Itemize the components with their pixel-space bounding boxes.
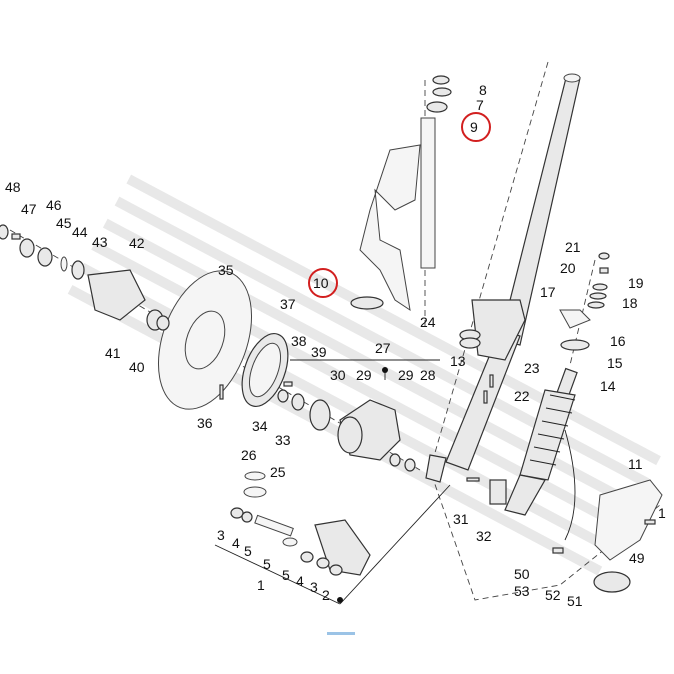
callout-25[interactable]: 25 [270,464,286,480]
callout-50[interactable]: 50 [514,566,530,582]
callout-24[interactable]: 24 [420,314,436,330]
fork-leg [425,73,581,483]
callout-3-b[interactable]: 3 [310,579,318,595]
callout-36[interactable]: 36 [197,415,213,431]
highlight-ring-10 [308,268,338,298]
callout-2[interactable]: 2 [322,587,330,603]
callout-45[interactable]: 45 [56,215,72,231]
assembly-dot [382,367,388,373]
link-underline [327,632,355,635]
callout-labels: 8 7 9 10 21 20 19 17 18 24 16 13 15 23 1… [5,82,666,609]
callout-1-fr[interactable]: 1 [658,505,666,521]
callout-34[interactable]: 34 [252,418,268,434]
callout-35[interactable]: 35 [218,262,234,278]
callout-47[interactable]: 47 [21,201,37,217]
callout-38[interactable]: 38 [291,333,307,349]
callout-5-a[interactable]: 5 [244,543,252,559]
brake-caliper [219,381,416,472]
callout-51[interactable]: 51 [567,593,583,609]
leader-lines [214,359,451,605]
callout-19[interactable]: 19 [628,275,644,291]
callout-46[interactable]: 46 [46,197,62,213]
callout-26[interactable]: 26 [241,447,257,463]
callout-4-a[interactable]: 4 [232,535,240,551]
callout-53[interactable]: 53 [514,583,530,599]
callout-21[interactable]: 21 [565,239,581,255]
callout-29-a[interactable]: 29 [356,367,372,383]
callout-13[interactable]: 13 [450,353,466,369]
callout-23[interactable]: 23 [524,360,540,376]
callout-7[interactable]: 7 [476,97,484,113]
callout-9[interactable]: 9 [470,119,478,135]
callout-10[interactable]: 10 [313,275,329,291]
callout-30[interactable]: 30 [330,367,346,383]
callout-3-a[interactable]: 3 [217,527,225,543]
callout-33[interactable]: 33 [275,432,291,448]
callout-4-b[interactable]: 4 [296,573,304,589]
callout-8[interactable]: 8 [479,82,487,98]
callout-17[interactable]: 17 [540,284,556,300]
callout-37[interactable]: 37 [280,296,296,312]
callout-31[interactable]: 31 [453,511,469,527]
mudguard-bracket [459,329,663,593]
callout-49[interactable]: 49 [629,550,645,566]
callout-22[interactable]: 22 [514,388,530,404]
axle-assembly [230,471,371,576]
callout-40[interactable]: 40 [129,359,145,375]
callout-41[interactable]: 41 [105,345,121,361]
callout-42[interactable]: 42 [129,235,145,251]
callout-52[interactable]: 52 [545,587,561,603]
callout-5-b[interactable]: 5 [263,556,271,572]
callout-14[interactable]: 14 [600,378,616,394]
shock-absorber [504,252,610,516]
callout-16[interactable]: 16 [610,333,626,349]
callout-15[interactable]: 15 [607,355,623,371]
callout-1[interactable]: 1 [257,577,265,593]
callout-44[interactable]: 44 [72,224,88,240]
assembly-dot [337,597,343,603]
callout-20[interactable]: 20 [560,260,576,276]
steering-bracket [350,75,452,312]
callout-39[interactable]: 39 [311,344,327,360]
callout-5-c[interactable]: 5 [282,567,290,583]
callout-27[interactable]: 27 [375,340,391,356]
callout-29-b[interactable]: 29 [398,367,414,383]
callout-28[interactable]: 28 [420,367,436,383]
wheel-hub [0,224,170,331]
callout-43[interactable]: 43 [92,234,108,250]
callout-32[interactable]: 32 [476,528,492,544]
callout-18[interactable]: 18 [622,295,638,311]
highlight-ring-9 [461,112,491,142]
callout-11[interactable]: 11 [628,456,643,472]
callout-48[interactable]: 48 [5,179,21,195]
brake-disc [157,270,289,410]
